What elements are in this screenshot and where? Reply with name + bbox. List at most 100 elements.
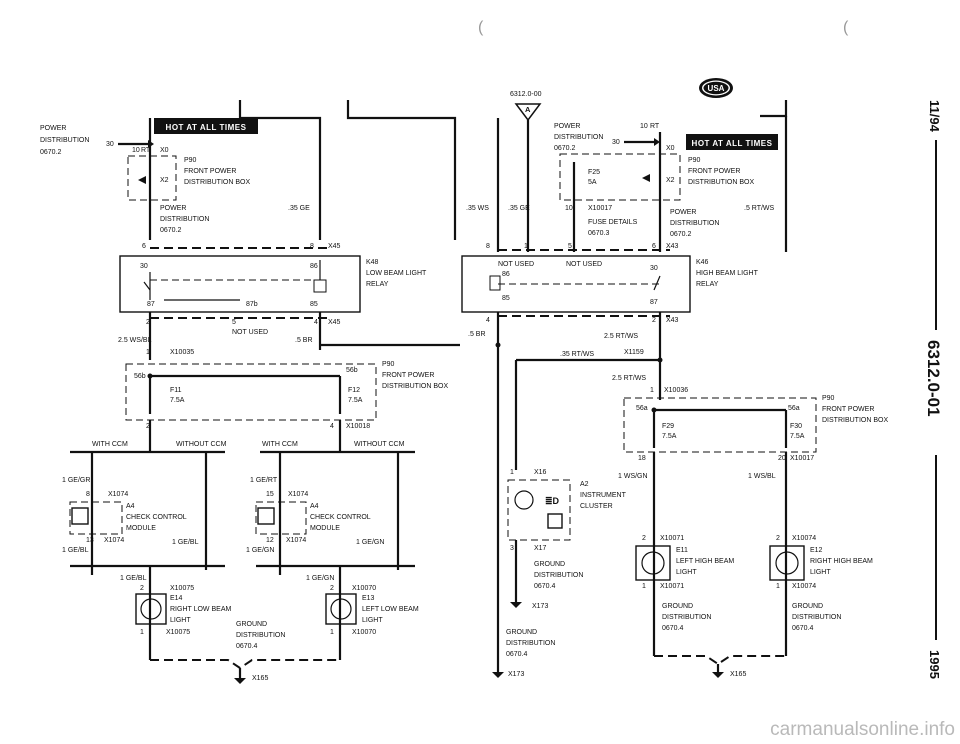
pin-label: 12: [266, 537, 274, 544]
hot-badge-text: HOT AT ALL TIMES: [166, 123, 247, 132]
page-date: 11/94: [927, 100, 942, 133]
connector-label: X10017: [790, 455, 814, 462]
ref-code: 0670.2: [554, 145, 576, 152]
lamp-icon: [641, 551, 665, 575]
ground-connector: X173: [532, 603, 548, 610]
fuse-rating: 7.5A: [662, 433, 677, 440]
pin-label: 1: [642, 583, 646, 590]
relay-coil: [313, 279, 327, 293]
component-id: P90: [184, 157, 197, 164]
component-name: CLUSTER: [580, 503, 613, 510]
page-doc-number: 6312.0-01: [924, 340, 943, 417]
ground-code: 0670.4: [534, 583, 556, 590]
component-id: P90: [688, 157, 701, 164]
high-beam-indicator-icon: ≣D: [545, 496, 560, 506]
component-id: E11: [676, 547, 688, 554]
fuse-id: F29: [662, 423, 674, 430]
component-name: LOW BEAM LIGHT: [366, 270, 427, 277]
pin-label: 1: [524, 243, 528, 250]
pin-label: 56b: [346, 367, 358, 374]
usa-badge-text: USA: [708, 84, 725, 93]
component-id: P90: [382, 361, 395, 368]
fuse-rating: 7.5A: [348, 397, 363, 404]
component-id: E13: [362, 595, 375, 602]
relay-k48-box: [119, 255, 361, 313]
fuse-arrow-icon: [642, 174, 650, 182]
left-circuit: POWER DISTRIBUTION 0670.2 30 HOT AT ALL …: [40, 100, 460, 684]
ground-connector: X165: [730, 671, 746, 678]
fuse-id: F25: [588, 169, 600, 176]
pin-label: 4: [486, 317, 490, 324]
ground-icon: [492, 672, 504, 678]
ref-label: FUSE DETAILS: [588, 219, 638, 226]
note-label: NOT USED: [566, 261, 602, 268]
pin-label: 86: [502, 271, 510, 278]
connector-label: X10017: [588, 205, 612, 212]
ground-label: DISTRIBUTION: [792, 614, 841, 621]
pin-label: RT: [650, 123, 660, 130]
wire-label: 1 GE/GN: [246, 547, 274, 554]
hot-at-all-times-badge: [686, 134, 778, 150]
connector-label: X2: [160, 177, 169, 184]
connector-label: X10018: [346, 423, 370, 430]
wire-label: 1 WS/BL: [748, 473, 776, 480]
fuse-id: F12: [348, 387, 360, 394]
fuse-id: F11: [170, 387, 182, 394]
pin-label: 5: [568, 243, 572, 250]
pin-label: 10: [132, 147, 140, 154]
pin-label: 10: [640, 123, 648, 130]
fuse-arrow-icon: [138, 176, 146, 184]
component-name: MODULE: [310, 525, 340, 532]
wire: [240, 116, 322, 240]
pin-label: RT: [141, 147, 151, 154]
ref-label: POWER: [554, 123, 580, 130]
distribution-box-outline: [125, 363, 377, 421]
pin-label: 1: [510, 469, 514, 476]
ground-icon: [234, 678, 246, 684]
pin-label: 2: [140, 585, 144, 592]
component-name: FRONT POWER: [688, 168, 740, 175]
lamp-icon: [775, 551, 799, 575]
right-circuit: 6312.0-00 A POWER DISTRIBUTION 0670.2 30…: [461, 91, 888, 678]
fuse-rating: 7.5A: [170, 397, 185, 404]
wire-label: 1 GE/GN: [356, 539, 384, 546]
ref-label: POWER: [160, 205, 186, 212]
distribution-box-outline: [559, 153, 681, 201]
wire-label: .5 BR: [295, 337, 313, 344]
wire-label: .35 GE: [508, 205, 530, 212]
pin-label: 5: [232, 319, 236, 326]
component-name: RELAY: [696, 281, 719, 288]
connector-label: X10071: [660, 535, 684, 542]
ground-icon: [712, 672, 724, 678]
connector-label: X10074: [792, 535, 816, 542]
junction-dot: [657, 357, 663, 363]
pin-label: 8: [486, 243, 490, 250]
component-name: LIGHT: [362, 617, 383, 624]
pin-label: 56a: [636, 405, 648, 412]
component-id: P90: [822, 395, 835, 402]
component-name: INSTRUMENT: [580, 492, 627, 499]
pin-label: 30: [140, 263, 148, 270]
pin-label: 56a: [788, 405, 800, 412]
fuse-rating: 7.5A: [790, 433, 805, 440]
lamp-e12-box: [769, 545, 805, 581]
connector-label: X43: [666, 243, 679, 250]
relay-coil: [489, 275, 501, 291]
hot-at-all-times-badge: [154, 118, 258, 134]
relay-contact: [653, 275, 661, 291]
pin-label: 1: [650, 387, 654, 394]
wire-label: 1 GE/BL: [120, 575, 147, 582]
wire: [346, 100, 457, 240]
usa-badge: USA: [699, 78, 733, 98]
watermark: carmanualsonline.info: [770, 719, 955, 740]
ref-marker-text: A: [525, 105, 531, 114]
note-label: NOT USED: [232, 329, 268, 336]
note-label: NOT USED: [498, 261, 534, 268]
pin-label: 30: [106, 141, 114, 148]
component-name: DISTRIBUTION BOX: [382, 383, 448, 390]
pin-label: 4: [330, 423, 334, 430]
wire-label: 2.5 WS/BL: [118, 337, 152, 344]
pin-label: 2: [642, 535, 646, 542]
component-id: A2: [580, 481, 589, 488]
gauge-icon: [514, 490, 534, 510]
